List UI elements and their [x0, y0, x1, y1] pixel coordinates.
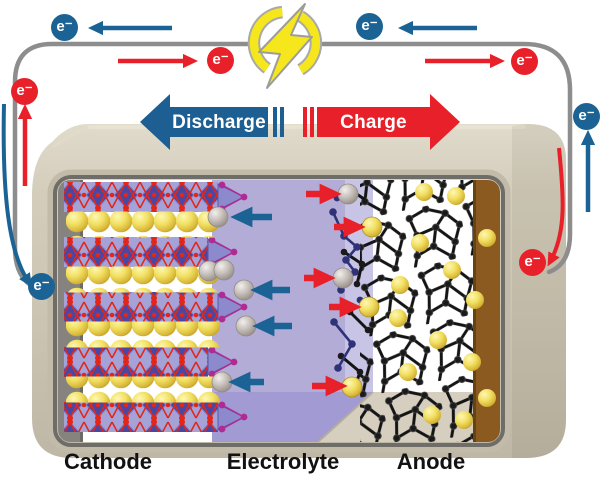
charge-arrow — [303, 94, 460, 150]
anode-ion-spheres — [389, 183, 496, 429]
cathode-structure — [64, 181, 248, 433]
electron-badge-discharge-cathode-terminal: e⁻ — [28, 273, 55, 300]
charge-ion-arrows — [304, 183, 366, 397]
electron-badge-discharge-top-left: e⁻ — [51, 14, 78, 41]
cell-interior — [58, 180, 500, 442]
electron-badge-charge-anode-terminal: e⁻ — [519, 249, 546, 276]
migrating-ions — [198, 183, 383, 398]
discharge-electron-arrows — [1, 20, 596, 288]
intercalated-ion-rows — [66, 211, 220, 403]
electrolyte-label: Electrolyte — [226, 449, 340, 474]
opening-border — [53, 175, 505, 447]
charge-electron-arrows — [17, 53, 565, 267]
anode-label: Anode — [396, 449, 466, 474]
lightning-bolt — [258, 3, 313, 89]
lightning-icon — [247, 3, 323, 89]
discharge-label: Discharge — [172, 112, 266, 133]
electron-badge-charge-left: e⁻ — [11, 78, 38, 105]
cathode-label: Cathode — [64, 449, 152, 474]
electron-badge-charge-top-left: e⁻ — [207, 47, 234, 74]
discharge-arrow — [140, 94, 284, 150]
electron-badge-charge-top-right: e⁻ — [511, 48, 538, 75]
opening-ridge — [47, 169, 511, 453]
electron-badge-discharge-top-right: e⁻ — [356, 13, 383, 40]
charge-label: Charge — [340, 112, 407, 133]
discharge-ion-arrows — [228, 206, 292, 393]
electron-badge-discharge-right: e⁻ — [573, 103, 600, 130]
